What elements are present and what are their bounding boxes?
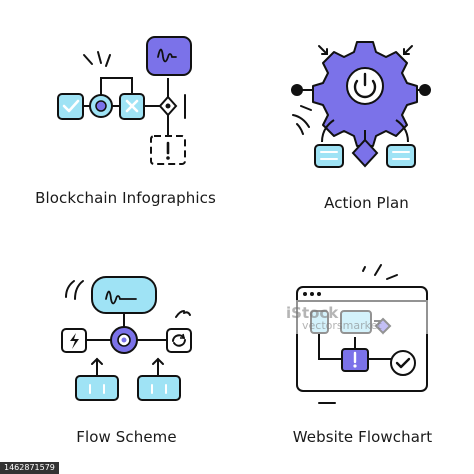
caption-website-flowchart: Website Flowchart [292, 428, 433, 446]
flow-scheme-cell: Flow Scheme [0, 237, 237, 474]
caption-action-plan: Action Plan [324, 194, 409, 212]
watermark-credit: vectorsmarket [302, 319, 382, 332]
website-flowchart-cell: Website Flowchart [237, 237, 474, 474]
blockchain-infographics-icon [57, 36, 192, 165]
action-plan-cell: Action Plan [237, 0, 474, 237]
flow-scheme-icon [61, 276, 192, 401]
caption-flow-scheme: Flow Scheme [76, 428, 177, 446]
stock-id-label: 1462871579 [0, 462, 59, 474]
caption-blockchain-infographics: Blockchain Infographics [35, 189, 216, 207]
action-plan-icon [291, 41, 431, 168]
watermark-band [276, 300, 474, 334]
watermark-brand: iStock [286, 304, 339, 322]
blockchain-infographics-cell: Blockchain Infographics [0, 0, 237, 237]
